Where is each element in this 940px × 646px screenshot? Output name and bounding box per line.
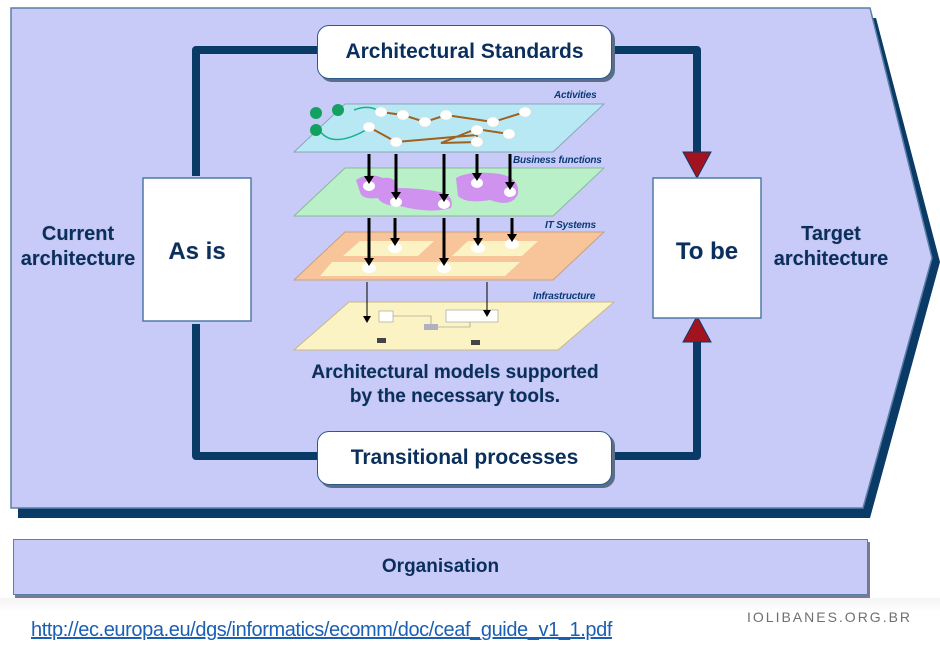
top-right-connector: [610, 46, 701, 152]
bottom-right-connector: [610, 342, 701, 460]
mapping-arrows: [367, 154, 514, 260]
arrow-up-icon: [682, 314, 712, 343]
architectural-standards-box: Architectural Standards: [317, 25, 612, 79]
to-be-label: To be: [675, 238, 739, 265]
source-link[interactable]: http://ec.europa.eu/dgs/informatics/ecom…: [31, 619, 613, 641]
target-architecture-label: Target architecture: [773, 223, 889, 270]
footer-band: [0, 598, 940, 612]
infrastructure-layer: [292, 301, 616, 351]
infra-arrows: [363, 282, 491, 323]
layer-label-infrastructure: Infrastructure: [533, 291, 596, 302]
architectural-standards-label: Architectural Standards: [345, 40, 584, 63]
current-architecture-label: Current architecture: [20, 223, 136, 270]
organisation-label: Organisation: [381, 556, 500, 577]
organisation-bar: Organisation: [13, 539, 868, 595]
to-be-box: [652, 177, 762, 319]
models-caption: Architectural models supported by the ne…: [311, 362, 599, 407]
arrow-down-icon: [682, 151, 712, 180]
activities-layer: [292, 103, 606, 153]
layer-label-it-systems: IT Systems: [545, 220, 596, 231]
mapping-arrowheads: [364, 173, 517, 266]
layer-label-business-functions: Business functions: [513, 155, 602, 166]
as-is-label: As is: [168, 238, 226, 265]
bottom-connector: [192, 324, 318, 460]
business-layer: [292, 167, 606, 217]
transitional-processes-box: Transitional processes: [317, 431, 612, 485]
transitional-processes-label: Transitional processes: [350, 446, 579, 469]
as-is-box: [142, 177, 252, 322]
layer-label-activities: Activities: [554, 90, 597, 101]
it-systems-layer: [292, 231, 606, 281]
top-connector: [192, 46, 318, 176]
watermark: IOLIBANES.ORG.BR: [747, 609, 913, 625]
